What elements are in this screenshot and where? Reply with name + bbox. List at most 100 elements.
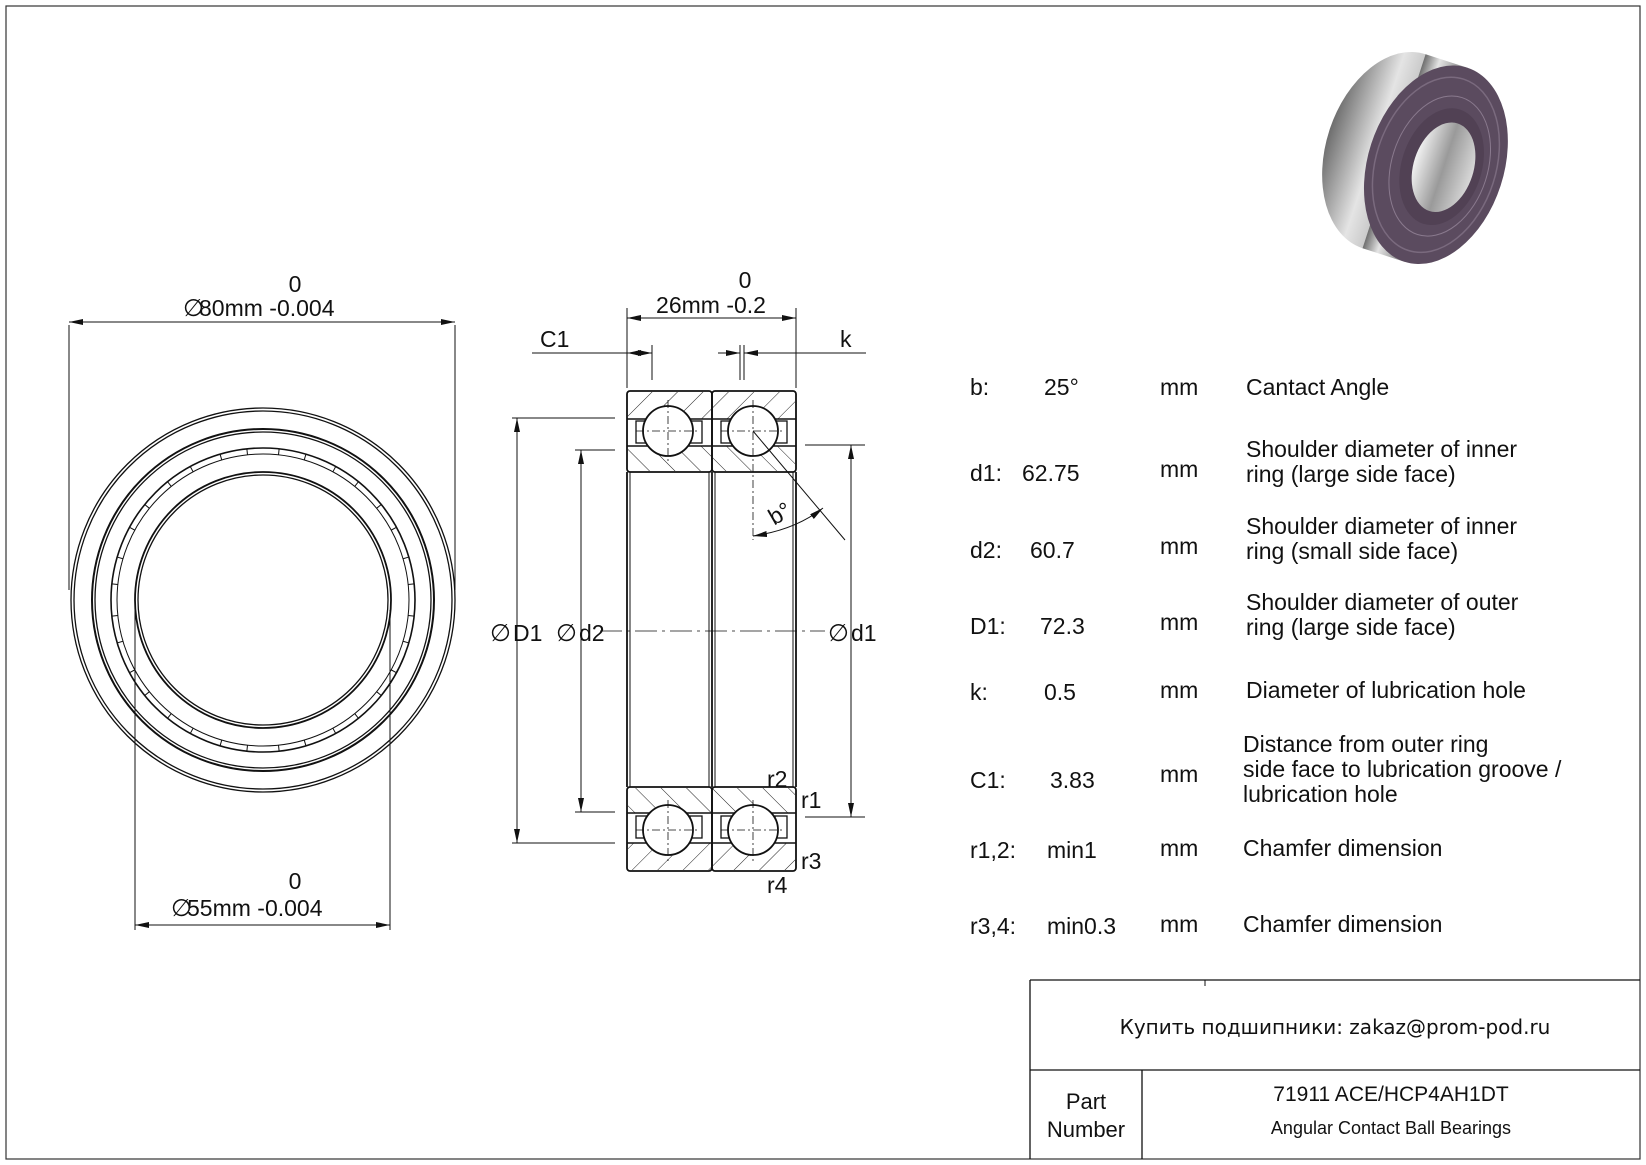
r3-label: r3 (801, 848, 821, 874)
spec-symbol: d2: (970, 537, 1002, 563)
spec-unit: mm (1160, 677, 1199, 703)
k-dimension (718, 345, 866, 380)
cage-pocket-tick (117, 556, 124, 560)
spec-description: Shoulder diameter of outer (1246, 589, 1519, 615)
outer-diameter-dimension: 0 ∅ 80mm -0.004 (68, 271, 456, 590)
part-label-line1: Part (1065, 1089, 1107, 1114)
cage-pocket-tick (390, 526, 397, 531)
spec-description: lubrication hole (1243, 781, 1398, 807)
d1-dimension (805, 444, 865, 818)
front-view (70, 407, 456, 793)
spec-value: 60.7 (1030, 537, 1075, 563)
spec-description: Chamfer dimension (1243, 835, 1443, 861)
outer-ring-edge (70, 407, 456, 793)
cage-pocket-tick (332, 466, 337, 473)
width-value: 26mm -0.2 (656, 292, 766, 318)
cage-pocket-tick (354, 713, 359, 719)
inner-diameter-dimension: 0 ∅ 55mm -0.004 (134, 610, 391, 930)
cage-pocket-tick (303, 454, 307, 461)
spec-unit: mm (1160, 911, 1199, 937)
spec-value: 25° (1044, 374, 1079, 400)
spec-value: min1 (1047, 837, 1097, 863)
spec-symbol: D1: (970, 613, 1006, 639)
spec-unit: mm (1160, 374, 1199, 400)
spec-unit: mm (1160, 533, 1199, 559)
diameter-symbol: ∅ (828, 620, 849, 647)
section-view (600, 390, 846, 872)
spec-description: side face to lubrication groove / (1243, 756, 1562, 782)
outer-dia-value: 80mm -0.004 (199, 295, 335, 321)
lower-section (626, 786, 797, 872)
title-block (1029, 979, 1640, 1159)
spec-description: Cantact Angle (1246, 374, 1390, 400)
r1-label: r1 (801, 787, 821, 813)
D1-dimension (512, 417, 615, 844)
cage-pocket-tick (408, 615, 415, 617)
cage-pocket-tick (376, 504, 382, 509)
spec-symbol: r3,4: (970, 913, 1017, 939)
spec-description: ring (small side face) (1246, 538, 1459, 564)
spec-unit: mm (1160, 456, 1199, 482)
spec-value: 3.83 (1050, 767, 1095, 793)
inner-dia-upper-tol: 0 (289, 868, 302, 894)
cage-pocket-tick (402, 640, 409, 644)
spec-symbol: b: (970, 374, 990, 400)
spec-description: Distance from outer ring (1243, 731, 1489, 757)
spec-value: 0.5 (1044, 679, 1076, 705)
cage-pocket-tick (408, 583, 415, 585)
cage-pocket-tick (402, 556, 409, 560)
cage-pocket-tick (144, 504, 150, 509)
spec-unit: mm (1160, 835, 1199, 861)
diameter-symbol: ∅ (171, 895, 192, 922)
diameter-symbol: ∅ (490, 620, 511, 647)
cage-pocket-tick (111, 583, 118, 585)
cage-pocket-tick (129, 526, 136, 531)
c1-label: C1 (540, 326, 569, 352)
d2-dimension (575, 449, 615, 813)
spec-symbol: C1: (970, 767, 1006, 793)
width-dimension (626, 308, 797, 388)
cage-pocket-tick (246, 448, 248, 455)
spec-description: ring (large side face) (1246, 614, 1456, 640)
spec-description: Chamfer dimension (1243, 911, 1443, 937)
bearing-3d-render (1322, 51, 1508, 265)
spec-value: min0.3 (1047, 913, 1117, 939)
part-type: Angular Contact Ball Bearings (1270, 1118, 1512, 1138)
r4-label: r4 (767, 872, 788, 898)
upper-section (626, 390, 797, 540)
cage-pocket-tick (144, 691, 150, 696)
bore (1411, 122, 1476, 212)
cage-pocket-tick (189, 727, 194, 734)
spec-description: Shoulder diameter of inner (1246, 436, 1518, 462)
cage-pocket-tick (219, 739, 223, 746)
cage-outer (110, 447, 416, 753)
part-label-line2: Number (1046, 1117, 1126, 1142)
spec-description: ring (large side face) (1246, 461, 1456, 487)
cage-pocket-tick (376, 691, 382, 696)
r2-label: r2 (767, 766, 787, 792)
spec-value: 72.3 (1040, 613, 1085, 639)
sheet-border (5, 5, 1641, 1160)
spec-symbol: k: (970, 679, 988, 705)
c1-dimension (532, 345, 653, 380)
part-number: 71911 ACE/HCP4AH1DT (1273, 1083, 1509, 1106)
k-label: k (840, 326, 852, 352)
cage-pocket-tick (189, 466, 194, 473)
spec-symbol: d1: (970, 460, 1002, 486)
cage-pocket-tick (167, 481, 172, 487)
cage-pocket-tick (117, 640, 124, 644)
diameter-symbol: ∅ (556, 620, 577, 647)
cage-pocket-tick (278, 745, 280, 752)
cage-pocket-tick (354, 481, 359, 487)
spec-description: Shoulder diameter of inner (1246, 513, 1518, 539)
cage-pocket-tick (332, 727, 337, 734)
cage-pocket-tick (111, 615, 118, 617)
spec-value: 62.75 (1022, 460, 1080, 486)
d1-label: d1 (851, 620, 877, 646)
cage-pocket-tick (219, 454, 223, 461)
part-label: Part Number (1030, 1088, 1142, 1144)
spec-unit: mm (1160, 609, 1199, 635)
width-upper-tol: 0 (739, 267, 752, 293)
contact-text: Купить подшипники: zakaz@prom-pod.ru (1119, 1015, 1551, 1039)
